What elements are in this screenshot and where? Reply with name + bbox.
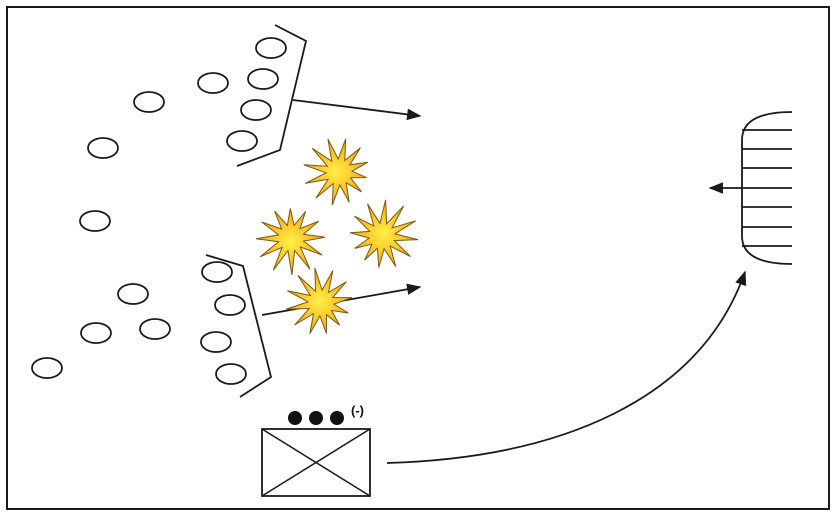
- soldier-oval: [87, 137, 119, 159]
- soldier-oval: [255, 37, 287, 59]
- soldier-oval: [197, 72, 229, 94]
- soldier-oval: [240, 99, 272, 121]
- lower-shield-bracket: [205, 254, 273, 398]
- maneuver-arrow: [386, 270, 747, 464]
- soldier-oval: [247, 68, 279, 90]
- soldier-oval: [226, 130, 258, 152]
- unit-symbol: [261, 411, 371, 497]
- explosion-burst: [286, 267, 353, 335]
- explosion-group: [255, 138, 419, 335]
- soldier-oval: [139, 318, 171, 340]
- echelon-dot: [309, 411, 323, 425]
- soldier-oval: [133, 91, 165, 113]
- explosion-burst: [303, 138, 369, 206]
- unit-size-label: (-): [351, 403, 364, 418]
- soldier-oval: [200, 331, 232, 353]
- soldier-oval: [31, 357, 63, 379]
- upper-shield-bracket: [236, 24, 308, 167]
- soldier-oval: [80, 322, 112, 344]
- lower-element-group: [31, 261, 247, 385]
- soldier-oval: [214, 294, 246, 316]
- explosion-burst: [349, 199, 419, 268]
- soldier-oval: [215, 363, 247, 385]
- diagram-border: [6, 6, 830, 510]
- echelon-dot: [288, 411, 302, 425]
- explosion-burst: [255, 208, 326, 276]
- soldier-oval: [79, 210, 111, 232]
- soldier-oval: [201, 261, 233, 283]
- soldier-oval: [117, 283, 149, 305]
- echelon-dot: [330, 411, 344, 425]
- target-position: [741, 111, 793, 265]
- upper-arrow: [292, 99, 422, 121]
- upper-element-group: [87, 37, 287, 159]
